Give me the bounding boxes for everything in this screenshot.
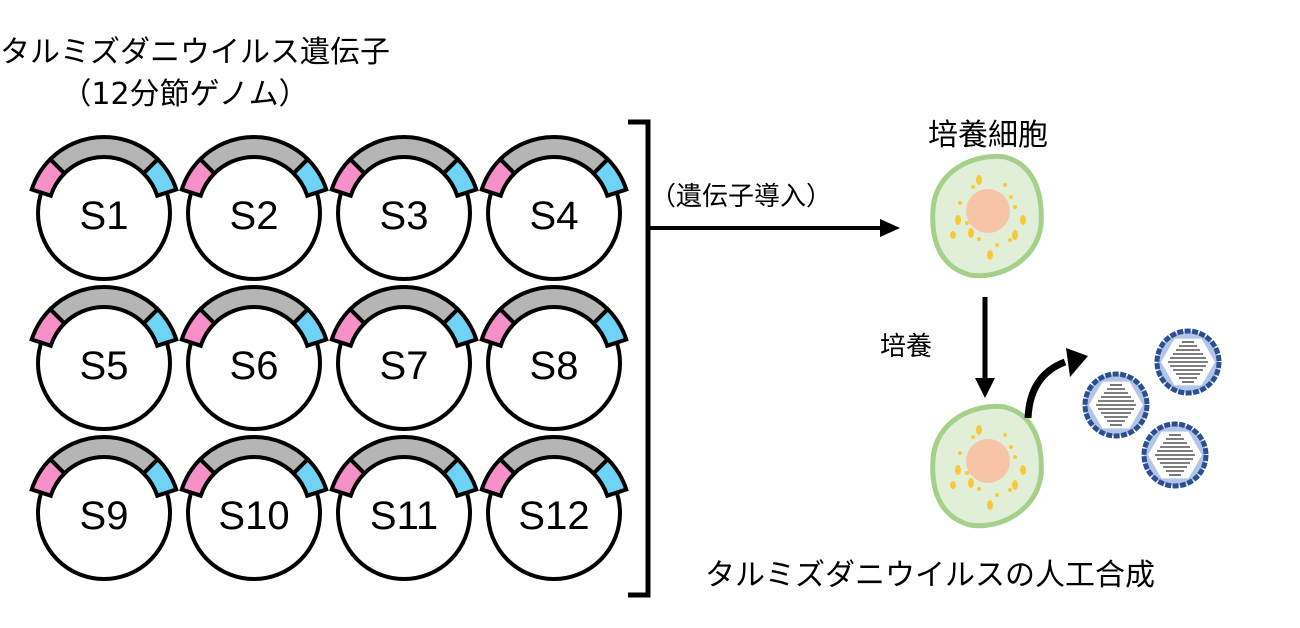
segment-label: S7 [380, 344, 429, 388]
title-line1: タルミズダニウイルス遺伝子 [0, 35, 390, 70]
promoter-region [29, 306, 68, 349]
granule [958, 201, 962, 205]
terminator-region [290, 156, 329, 199]
granule [1003, 433, 1007, 437]
granule [1008, 238, 1012, 242]
plasmid-s3: S3 [329, 135, 479, 281]
plasmid-s10: S10 [179, 435, 329, 581]
segment-label: S3 [380, 194, 429, 238]
promoter-region [29, 156, 68, 199]
nucleus [966, 189, 1010, 233]
granule [987, 500, 993, 510]
terminator-region [590, 456, 629, 499]
terminator-region [590, 306, 629, 349]
granule [1003, 183, 1007, 187]
promoter-region [179, 306, 218, 349]
plasmid-s7: S7 [329, 285, 479, 431]
segment-label: S8 [530, 344, 579, 388]
plasmid-s12: S12 [479, 435, 629, 581]
terminator-region [140, 156, 179, 199]
segment-label: S4 [530, 194, 579, 238]
plasmid-s1: S1 [29, 135, 179, 281]
promoter-region [479, 456, 518, 499]
transfection-label: （遺伝子導入） [650, 182, 833, 212]
promoter-region [329, 456, 368, 499]
plasmid-s11: S11 [329, 435, 479, 581]
plasmid-s2: S2 [179, 135, 329, 281]
promoter-region [329, 156, 368, 199]
promoter-region [179, 156, 218, 199]
arrowhead [1066, 348, 1088, 377]
granule [950, 481, 956, 489]
virus-particle [1082, 371, 1150, 439]
plasmid-s4: S4 [479, 135, 629, 281]
nucleus [966, 439, 1010, 483]
granule [976, 175, 982, 185]
segment-label: S9 [80, 494, 129, 538]
plasmid-s9: S9 [29, 435, 179, 581]
granule [968, 228, 974, 238]
release-arrow [1024, 358, 1067, 419]
bracket [628, 119, 651, 598]
granule [1012, 230, 1018, 240]
terminator-region [590, 156, 629, 199]
segment-label: S10 [218, 494, 289, 538]
promoter-region [179, 456, 218, 499]
granule [1020, 465, 1026, 475]
cell-label: 培養細胞 [928, 118, 1048, 153]
granule [965, 221, 969, 225]
terminator-region [440, 456, 479, 499]
promoter-region [479, 156, 518, 199]
cultured-cell [930, 403, 1044, 529]
granule [995, 243, 999, 247]
granule [987, 250, 993, 260]
arrowhead [975, 378, 995, 398]
granule [977, 487, 981, 491]
granule [955, 465, 961, 475]
arrowhead [880, 219, 900, 237]
segment-label: S2 [230, 194, 279, 238]
promoter-region [329, 306, 368, 349]
terminator-region [290, 306, 329, 349]
segment-label: S11 [370, 494, 438, 538]
virus-particle [1154, 328, 1222, 396]
granule [1013, 205, 1017, 209]
segment-label: S12 [518, 494, 589, 538]
terminator-region [440, 156, 479, 199]
plasmid-s8: S8 [479, 285, 629, 431]
cultured-cell [930, 153, 1044, 279]
segment-label: S5 [80, 344, 129, 388]
title-line2: （12分節ゲノム） [61, 77, 309, 112]
segment-label: S1 [80, 194, 129, 238]
granule [971, 435, 975, 439]
terminator-region [140, 456, 179, 499]
terminator-region [440, 306, 479, 349]
granule [1009, 195, 1013, 199]
terminator-region [290, 456, 329, 499]
plasmid-s5: S5 [29, 285, 179, 431]
culture-label: 培養 [880, 332, 933, 362]
result-label: タルミズダニウイルスの人工合成 [705, 558, 1155, 593]
granule [971, 185, 975, 189]
granule [1013, 455, 1017, 459]
promoter-region [479, 306, 518, 349]
granule [968, 478, 974, 488]
granule [950, 231, 956, 239]
granule [1020, 215, 1026, 225]
plasmid-s6: S6 [179, 285, 329, 431]
granule [995, 493, 999, 497]
granule [1012, 480, 1018, 490]
granule [1009, 445, 1013, 449]
segment-label: S6 [230, 344, 279, 388]
virus-particle [1141, 421, 1209, 489]
granule [958, 451, 962, 455]
granule [955, 215, 961, 225]
terminator-region [140, 306, 179, 349]
promoter-region [29, 456, 68, 499]
granule [965, 471, 969, 475]
granule [977, 237, 981, 241]
granule [1008, 488, 1012, 492]
granule [976, 425, 982, 435]
